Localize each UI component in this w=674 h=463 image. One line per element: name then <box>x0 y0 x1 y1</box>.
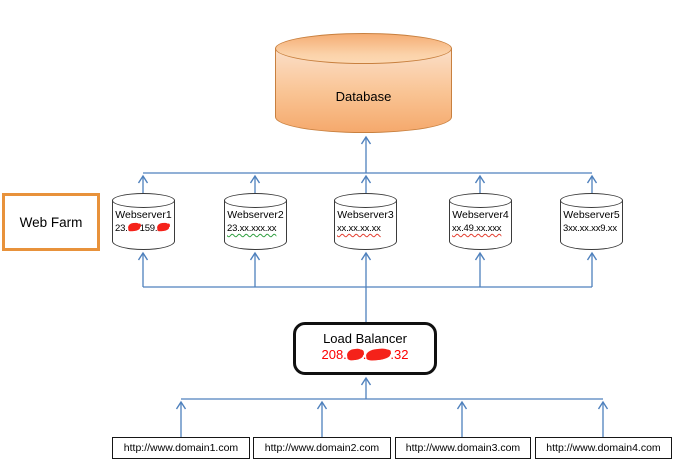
edges-webservers-to-database <box>137 135 598 193</box>
ip-part: xx.49.xx.xxx <box>452 223 502 234</box>
cylinder-top <box>449 193 512 208</box>
webserver-1-cylinder: Webserver1 23. 159. <box>112 193 175 250</box>
webserver-3-ip: xx.xx.xx.xx <box>337 223 397 234</box>
database-label: Database <box>335 89 392 104</box>
cylinder-body <box>334 200 397 250</box>
ip-part: . <box>362 347 367 362</box>
ip-part: 208. <box>321 347 347 362</box>
ip-part: 159. <box>139 223 158 234</box>
database-cylinder: Database <box>275 33 452 133</box>
database-cylinder-top <box>275 33 452 64</box>
ip-part: 3xx.xx.xx9.xx <box>563 223 617 234</box>
webserver-3-label: Webserver3 <box>337 209 394 221</box>
redaction-scribble <box>156 222 170 232</box>
load-balancer-ip: 208.. .32 <box>296 347 434 362</box>
cylinder-body <box>224 200 287 250</box>
ip-part: .32 <box>390 347 409 362</box>
cylinder-top <box>560 193 623 208</box>
ip-part: 23. <box>115 223 128 234</box>
webserver-1-label: Webserver1 <box>115 209 172 221</box>
webserver-2-ip: 23.xx.xxx.xx <box>227 223 287 234</box>
webserver-2-cylinder: Webserver2 23.xx.xxx.xx <box>224 193 287 250</box>
webserver-4-cylinder: Webserver4 xx.49.xx.xxx <box>449 193 512 250</box>
domain-box-4: http://www.domain4.com <box>535 437 672 459</box>
domain-box-1: http://www.domain1.com <box>112 437 250 459</box>
webserver-5-cylinder: Webserver5 3xx.xx.xx9.xx <box>560 193 623 250</box>
cylinder-body <box>560 200 623 250</box>
domain-url: http://www.domain2.com <box>264 442 380 454</box>
cylinder-top <box>112 193 175 208</box>
webserver-5-label: Webserver5 <box>563 209 620 221</box>
cylinder-top <box>224 193 287 208</box>
edges-loadbalancer-to-webservers <box>137 251 598 322</box>
redaction-scribble <box>127 222 140 232</box>
cylinder-top <box>334 193 397 208</box>
web-farm-box: Web Farm <box>2 193 100 251</box>
webserver-5-ip: 3xx.xx.xx9.xx <box>563 223 623 234</box>
webserver-4-label: Webserver4 <box>452 209 509 221</box>
webserver-2-label: Webserver2 <box>227 209 284 221</box>
load-balancer-box: Load Balancer 208.. .32 <box>293 322 437 375</box>
redaction-scribble <box>346 348 364 361</box>
domain-url: http://www.domain4.com <box>546 442 661 454</box>
ip-part: xx.xx.xx.xx <box>337 223 381 234</box>
load-balancer-label: Load Balancer <box>323 331 407 346</box>
domain-box-3: http://www.domain3.com <box>395 437 531 459</box>
webserver-3-cylinder: Webserver3 xx.xx.xx.xx <box>334 193 397 250</box>
cylinder-body <box>449 200 512 250</box>
webserver-4-ip: xx.49.xx.xxx <box>452 223 512 234</box>
domain-box-2: http://www.domain2.com <box>253 437 391 459</box>
domain-url: http://www.domain3.com <box>405 442 521 454</box>
edges-domains-to-loadbalancer <box>175 376 609 437</box>
web-farm-label: Web Farm <box>19 214 83 230</box>
redaction-scribble <box>365 348 391 362</box>
domain-url: http://www.domain1.com <box>123 442 239 454</box>
ip-part: 23.xx.xxx.xx <box>227 223 277 234</box>
webserver-1-ip: 23. 159. <box>115 222 175 234</box>
